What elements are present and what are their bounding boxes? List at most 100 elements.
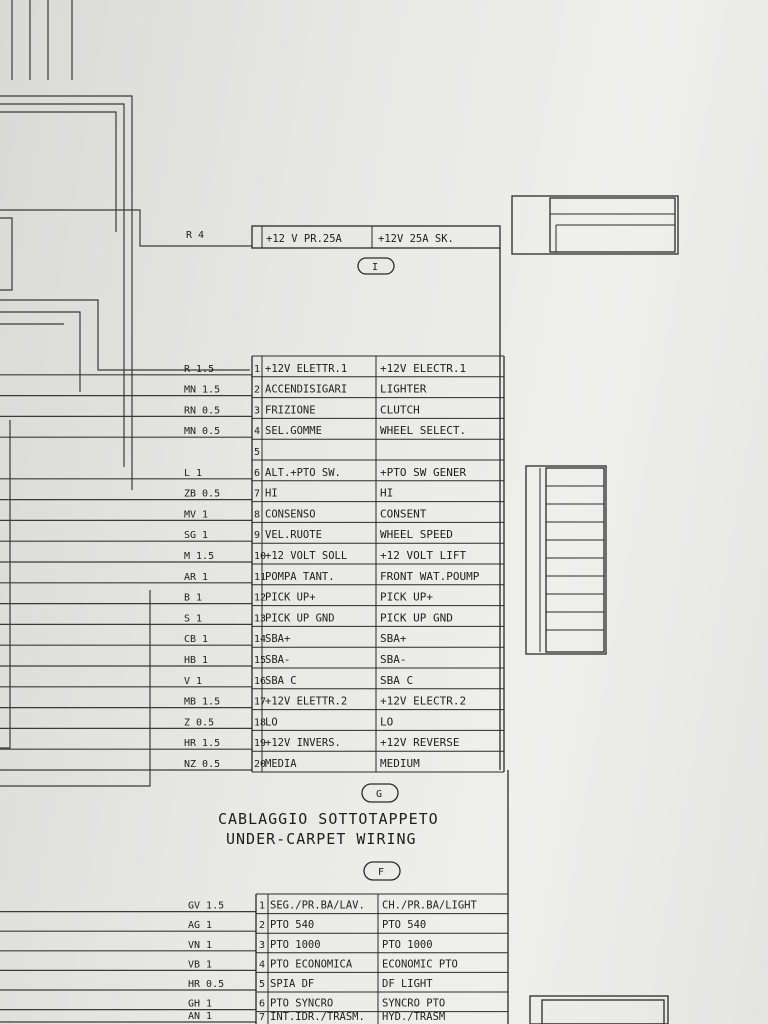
connector-f-letter: F [378,867,384,878]
g-pin-italian-label: +12V INVERS. [265,737,341,749]
g-pin-italian-label: PICK UP+ [265,592,316,604]
section-title-english: UNDER-CARPET WIRING [226,830,417,848]
f-pin-english-label: PTO 540 [382,919,426,931]
section-title-italian: CABLAGGIO SOTTOTAPPETO [218,810,439,828]
g-pin-italian-label: +12 VOLT SOLL [265,550,347,562]
f-wire-color-label: HR 0.5 [188,979,224,990]
f-pin-italian-label: PTO 540 [270,919,314,931]
g-pin-italian-label: SEL.GOMME [265,425,322,437]
g-pin-english-label: SBA- [380,653,407,666]
g-pin-number: 18 [254,717,266,728]
g-pin-italian-label: MEDIA [265,758,297,770]
f-pin-english-label: DF LIGHT [382,978,433,990]
g-wire-color-label: RN 0.5 [184,405,220,416]
f-pin-english-label: SYNCRO PTO [382,998,445,1010]
g-pin-english-label: CONSENT [380,507,427,520]
f-pin-number: 5 [259,979,265,990]
g-pin-italian-label: CONSENSO [265,508,316,520]
g-wire-color-label: MN 0.5 [184,426,220,437]
g-wire-color-label: MN 1.5 [184,385,220,396]
g-pin-number: 4 [254,426,260,437]
g-pin-italian-label: SBA+ [265,633,290,645]
f-pin-english-label: HYD./TRASM [382,1011,445,1023]
g-pin-english-label: SBA+ [380,632,407,645]
f-pin-english-label: PTO 1000 [382,939,433,951]
f-pin-number: 7 [259,1012,265,1023]
g-pin-english-label: LO [380,715,393,728]
g-wire-color-label: HR 1.5 [184,738,220,749]
g-wire-color-label: MV 1 [184,509,208,520]
g-pin-english-label: HI [380,487,393,500]
f-wire-color-label: VB 1 [188,959,212,970]
top-vertical-wires [0,0,250,490]
g-pin-number: 7 [254,489,260,500]
connector-i-english-label: +12V 25A SK. [378,233,454,245]
g-pin-number: 2 [254,385,260,396]
g-pin-italian-label: +12V ELETTR.1 [265,363,347,375]
g-wire-color-label: MB 1.5 [184,697,220,708]
f-pin-italian-label: PTO ECONOMICA [270,958,353,970]
g-pin-number: 13 [254,613,266,624]
g-wire-color-label: S 1 [184,613,202,624]
g-pin-number: 16 [254,676,266,687]
connector-f-marker [363,861,401,881]
g-pin-english-label: +12V REVERSE [380,736,459,749]
connector-g-marker [361,783,399,803]
g-pin-number: 8 [254,509,260,520]
g-pin-number: 6 [254,468,260,479]
g-pin-english-label: MEDIUM [380,757,420,770]
f-wire-color-label: GV 1.5 [188,901,224,912]
g-pin-english-label: FRONT WAT.POUMP [380,570,480,583]
f-pin-number: 2 [259,920,265,931]
g-pin-italian-label: FRIZIONE [265,404,316,416]
f-pin-english-label: ECONOMIC PTO [382,958,458,970]
connector-g-wires: R 1.5MN 1.5RN 0.5MN 0.5L 1ZB 0.5MV 1SG 1… [0,364,252,771]
f-pin-italian-label: INT.IDR./TRASM. [270,1011,365,1023]
g-pin-italian-label: SBA C [265,675,297,687]
connector-f-wires: GV 1.5AG 1VN 1VB 1HR 0.5GH 1AN 1 [0,901,256,1023]
g-pin-english-label: WHEEL SELECT. [380,424,466,437]
g-pin-english-label: PICK UP GND [380,611,453,624]
g-pin-italian-label: PICK UP GND [265,612,335,624]
connector-i-italian-label: +12 V PR.25A [266,233,343,245]
g-pin-english-label: +12 VOLT LIFT [380,549,466,562]
g-pin-english-label: PICK UP+ [380,591,433,604]
g-pin-number: 20 [254,759,266,770]
g-wire-color-label: CB 1 [184,634,208,645]
g-pin-english-label: +12V ELECTR.1 [380,362,466,375]
g-pin-english-label: SBA C [380,674,413,687]
g-wire-color-label: Z 0.5 [184,717,214,728]
f-pin-italian-label: SEG./PR.BA/LAV. [270,900,365,912]
g-pin-number: 9 [254,530,260,541]
f-pin-italian-label: SPIA DF [270,978,314,990]
g-pin-english-label: +PTO SW GENER [380,466,466,479]
g-pin-number: 19 [254,738,266,749]
f-pin-english-label: CH./PR.BA/LIGHT [382,900,478,912]
g-pin-italian-label: SBA- [265,654,290,666]
connector-i-wire-label: R 4 [186,230,204,241]
f-pin-number: 1 [259,901,265,912]
connector-g-plug-drawing [525,465,607,655]
g-pin-italian-label: POMPA TANT. [265,571,335,583]
g-pin-italian-label: +12V ELETTR.2 [265,696,347,708]
g-wire-color-label: M 1.5 [184,551,214,562]
f-wire-color-label: VN 1 [188,940,212,951]
g-pin-italian-label: HI [265,488,278,500]
f-pin-number: 4 [259,959,265,970]
g-pin-english-label: WHEEL SPEED [380,528,453,541]
g-wire-color-label: AR 1 [184,572,208,583]
g-wire-color-label: SG 1 [184,530,208,541]
f-wire-color-label: GH 1 [188,999,212,1010]
f-pin-number: 3 [259,940,265,951]
g-wire-color-label: ZB 0.5 [184,489,220,500]
g-pin-italian-label: LO [265,716,278,728]
g-pin-italian-label: ACCENDISIGARI [265,384,347,396]
connector-i-plug-drawing [511,195,679,255]
lower-left-wires [0,420,151,787]
g-pin-number: 11 [254,572,266,583]
g-pin-number: 3 [254,405,260,416]
g-pin-english-label: LIGHTER [380,383,427,396]
f-pin-number: 6 [259,999,265,1010]
connector-g-letter: G [376,789,382,800]
